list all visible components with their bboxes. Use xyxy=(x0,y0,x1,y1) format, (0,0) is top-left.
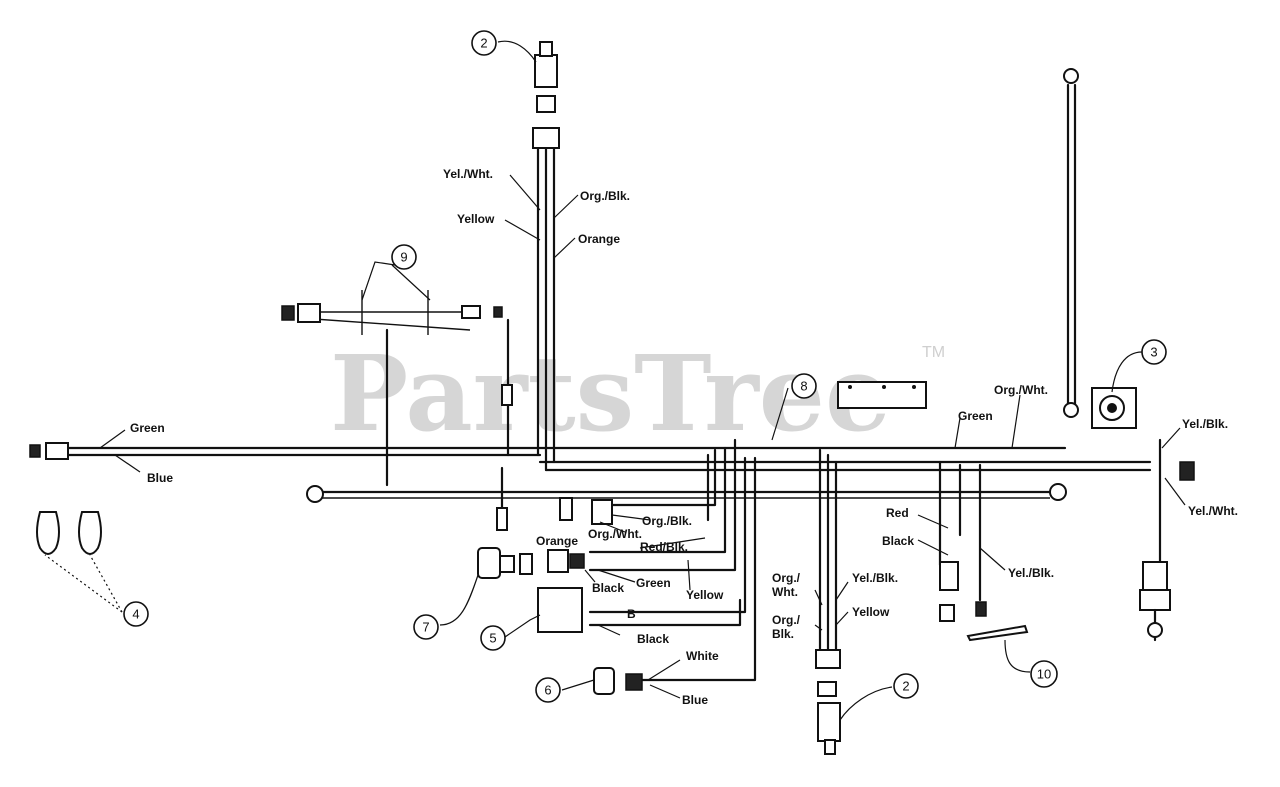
switch-6-body xyxy=(593,667,615,695)
label-yellow-mid: Yellow xyxy=(686,588,724,602)
label-yel-blk-right-low: Yel./Blk. xyxy=(1008,566,1054,580)
svg-text:6: 6 xyxy=(544,683,551,698)
wire-labels: Yel./Wht. Org./Blk. Yellow Orange Green … xyxy=(130,167,1238,707)
label-green-mid: Green xyxy=(636,576,671,590)
watermark-tm: TM xyxy=(922,344,945,361)
svg-text:8: 8 xyxy=(800,379,807,394)
svg-text:4: 4 xyxy=(132,607,139,622)
switch-7-body xyxy=(477,547,501,579)
callout-9: 9 xyxy=(391,244,417,270)
label-org-blk-top: Org./Blk. xyxy=(580,189,630,203)
label-b-mark: B xyxy=(627,607,636,621)
label-org-wht-mid: Org./Wht. xyxy=(588,527,642,541)
leader-lines xyxy=(99,174,1186,699)
callout-leaders xyxy=(44,40,1143,721)
label-red-blk-mid: Red/Blk. xyxy=(640,540,688,554)
callouts: 2 9 8 3 4 7 5 6 xyxy=(123,30,1167,703)
callout-5: 5 xyxy=(480,625,506,651)
svg-text:7: 7 xyxy=(422,620,429,635)
callout-2-top: 2 xyxy=(471,30,497,56)
label-org-blk-mid: Org./Blk. xyxy=(642,514,692,528)
label-red-right: Red xyxy=(886,506,909,520)
svg-text:9: 9 xyxy=(400,250,407,265)
main-harness-wires xyxy=(63,83,1162,682)
label-orange-mid: Orange xyxy=(536,534,578,548)
callout-3: 3 xyxy=(1141,339,1167,365)
plate-8 xyxy=(837,381,927,409)
label-black-low: Black xyxy=(637,632,669,646)
label-white-low: White xyxy=(686,649,719,663)
label-yel-wht-right: Yel./Wht. xyxy=(1188,504,1238,518)
svg-text:2: 2 xyxy=(902,679,909,694)
module-5-body xyxy=(537,587,583,633)
callout-2-bottom: 2 xyxy=(893,673,919,699)
label-org-wht-right: Org./Wht. xyxy=(994,383,1048,397)
svg-text:5: 5 xyxy=(489,631,496,646)
label-blue-low: Blue xyxy=(682,693,708,707)
callout-6: 6 xyxy=(535,677,561,703)
callout-8: 8 xyxy=(791,373,817,399)
label-yel-blk-lower: Yel./Blk. xyxy=(852,571,898,585)
label-org-wht-lower-1: Org./ xyxy=(772,571,801,585)
label-green-right: Green xyxy=(958,409,993,423)
harness-9 xyxy=(281,290,503,335)
label-org-wht-lower-2: Wht. xyxy=(772,585,798,599)
bulb-right xyxy=(78,511,102,555)
label-yel-wht-top: Yel./Wht. xyxy=(443,167,493,181)
callout-4: 4 xyxy=(123,601,149,627)
label-blue-left: Blue xyxy=(147,471,173,485)
connectors xyxy=(29,41,1195,755)
svg-text:3: 3 xyxy=(1150,345,1157,360)
callout-10: 10 xyxy=(1030,660,1058,688)
label-green-left: Green xyxy=(130,421,165,435)
label-yellow-top: Yellow xyxy=(457,212,495,226)
bracket-10 xyxy=(966,624,1029,642)
label-org-blk-lower-1: Org./ xyxy=(772,613,801,627)
svg-text:10: 10 xyxy=(1037,667,1051,682)
label-yellow-lower: Yellow xyxy=(852,605,890,619)
bottom-switch-body xyxy=(817,702,841,742)
top-switch-body xyxy=(534,54,558,88)
label-org-blk-lower-2: Blk. xyxy=(772,627,794,641)
label-orange-top: Orange xyxy=(578,232,620,246)
bulb-left xyxy=(36,511,60,555)
label-black-right: Black xyxy=(882,534,914,548)
label-yel-blk-right: Yel./Blk. xyxy=(1182,417,1228,431)
label-black-mid: Black xyxy=(592,581,624,595)
callout-7: 7 xyxy=(413,614,439,640)
svg-text:2: 2 xyxy=(480,36,487,51)
